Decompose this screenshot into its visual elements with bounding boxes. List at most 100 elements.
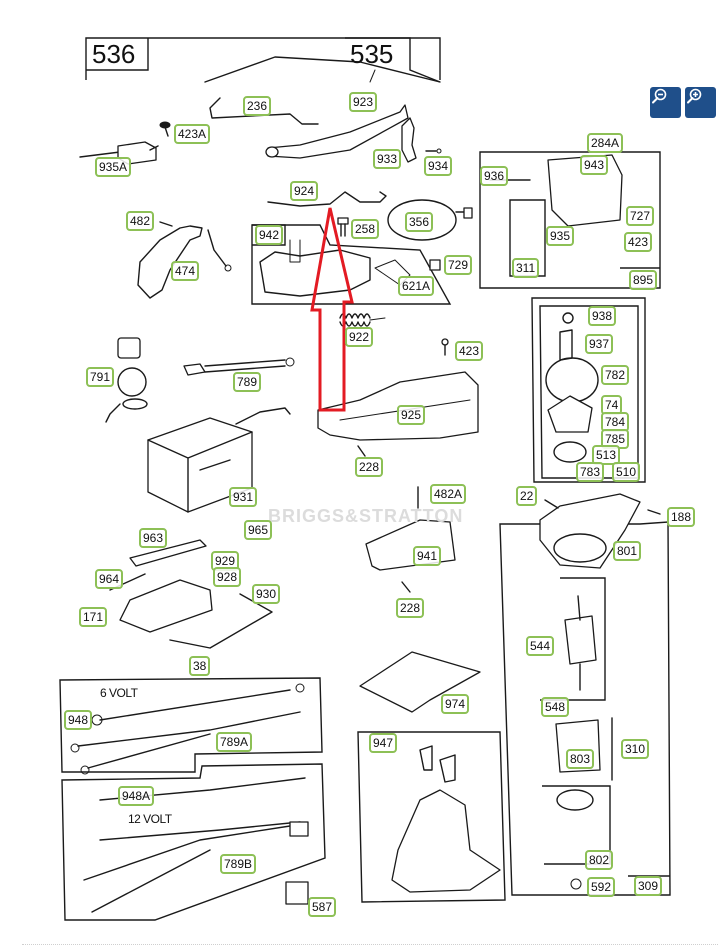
part-label-474[interactable]: 474 <box>171 261 200 281</box>
zoom-out-button[interactable] <box>650 87 681 118</box>
part-974-plate <box>359 651 481 713</box>
part-label-785[interactable]: 785 <box>601 429 630 449</box>
part-label-934[interactable]: 934 <box>424 156 453 176</box>
part-label-258[interactable]: 258 <box>351 219 380 239</box>
part-label-74[interactable]: 74 <box>601 395 623 415</box>
part-423-screw <box>441 338 449 356</box>
part-label-510[interactable]: 510 <box>612 462 641 482</box>
part-label-930[interactable]: 930 <box>252 584 281 604</box>
part-22-bolt <box>544 499 559 509</box>
part-label-423A[interactable]: 423A <box>174 124 211 144</box>
part-label-922[interactable]: 922 <box>345 327 374 347</box>
part-label-935A[interactable]: 935A <box>95 157 132 177</box>
part-label-729[interactable]: 729 <box>444 255 473 275</box>
part-label-592[interactable]: 592 <box>587 877 616 897</box>
part-729-clip <box>429 259 441 271</box>
part-label-188[interactable]: 188 <box>667 507 696 527</box>
bottom-divider <box>22 944 718 945</box>
part-930-battery-tray <box>109 539 273 649</box>
part-789-cable <box>183 357 295 376</box>
part-label-931[interactable]: 931 <box>229 487 258 507</box>
part-label-789B[interactable]: 789B <box>220 854 257 874</box>
part-931-battery <box>147 407 291 513</box>
part-label-356[interactable]: 356 <box>405 212 434 232</box>
assembly-number-536: 536 <box>92 39 136 69</box>
part-label-310[interactable]: 310 <box>621 739 650 759</box>
part-label-947[interactable]: 947 <box>369 733 398 753</box>
part-label-236[interactable]: 236 <box>243 96 272 116</box>
part-356-wire <box>387 199 473 241</box>
part-482-screw <box>159 221 173 227</box>
part-933-bracket <box>401 117 417 163</box>
part-423A-screw <box>159 121 171 137</box>
part-label-802[interactable]: 802 <box>585 850 614 870</box>
part-label-587[interactable]: 587 <box>308 897 337 917</box>
part-923-lever <box>265 104 409 159</box>
part-label-22[interactable]: 22 <box>516 486 538 506</box>
part-label-974[interactable]: 974 <box>441 694 470 714</box>
part-label-964[interactable]: 964 <box>95 569 124 589</box>
part-188-bolt <box>647 509 661 515</box>
part-label-924[interactable]: 924 <box>290 181 319 201</box>
part-label-963[interactable]: 963 <box>139 528 168 548</box>
part-label-933[interactable]: 933 <box>373 149 402 169</box>
part-label-938[interactable]: 938 <box>588 306 617 326</box>
assembly-header-frame <box>85 37 441 83</box>
part-label-228[interactable]: 228 <box>355 457 384 477</box>
part-label-789A[interactable]: 789A <box>216 732 253 752</box>
zoom-in-button[interactable] <box>685 87 716 118</box>
part-label-544[interactable]: 544 <box>526 636 555 656</box>
part-309-starter-frame <box>499 493 671 896</box>
part-922-spring <box>339 313 386 327</box>
part-label-803[interactable]: 803 <box>566 749 595 769</box>
part-label-548[interactable]: 548 <box>541 697 570 717</box>
part-label-727[interactable]: 727 <box>626 206 655 226</box>
part-924-link <box>267 191 387 207</box>
part-587-clip <box>285 881 309 905</box>
part-label-284A[interactable]: 284A <box>587 133 624 153</box>
part-label-801[interactable]: 801 <box>613 541 642 561</box>
part-label-423[interactable]: 423 <box>455 341 484 361</box>
part-label-513[interactable]: 513 <box>592 445 621 465</box>
part-label-941[interactable]: 941 <box>413 546 442 566</box>
part-label-936[interactable]: 936 <box>480 166 509 186</box>
part-947-solenoid-box <box>357 731 506 903</box>
part-label-171[interactable]: 171 <box>79 607 108 627</box>
part-label-482A[interactable]: 482A <box>430 484 467 504</box>
part-label-791[interactable]: 791 <box>86 367 115 387</box>
part-label-928[interactable]: 928 <box>213 567 242 587</box>
part-228-screw-2 <box>401 581 411 593</box>
part-510-gear-box <box>531 297 646 483</box>
part-label-965[interactable]: 965 <box>244 520 273 540</box>
part-934-pin <box>425 148 442 154</box>
part-label-782[interactable]: 782 <box>601 365 630 385</box>
part-label-228-2[interactable]: 228 <box>396 598 425 618</box>
six-volt-label: 6 VOLT <box>100 686 138 700</box>
part-791-plug <box>105 337 148 423</box>
part-236-rod <box>209 97 319 125</box>
part-label-482[interactable]: 482 <box>126 211 155 231</box>
twelve-volt-label: 12 VOLT <box>128 812 172 826</box>
part-label-38[interactable]: 38 <box>189 656 211 676</box>
part-label-925[interactable]: 925 <box>397 405 426 425</box>
part-label-311[interactable]: 311 <box>512 258 540 278</box>
zoom-in-icon <box>687 88 702 104</box>
part-label-309[interactable]: 309 <box>634 876 663 896</box>
part-label-783[interactable]: 783 <box>576 462 605 482</box>
six-volt-cable-box <box>59 677 323 775</box>
part-label-942[interactable]: 942 <box>255 225 284 245</box>
part-label-923[interactable]: 923 <box>349 92 378 112</box>
part-label-943[interactable]: 943 <box>580 155 609 175</box>
brand-watermark: BRIGGS&STRATTON <box>268 506 464 526</box>
part-label-789[interactable]: 789 <box>233 372 262 392</box>
part-label-948A[interactable]: 948A <box>118 786 155 806</box>
part-label-935[interactable]: 935 <box>546 226 575 246</box>
part-label-937[interactable]: 937 <box>585 334 614 354</box>
part-label-895[interactable]: 895 <box>629 270 658 290</box>
part-label-948[interactable]: 948 <box>64 710 93 730</box>
part-label-621A[interactable]: 621A <box>398 276 435 296</box>
part-474-cable <box>137 225 232 299</box>
part-label-423-right[interactable]: 423 <box>624 232 653 252</box>
part-228-screw <box>357 445 366 457</box>
